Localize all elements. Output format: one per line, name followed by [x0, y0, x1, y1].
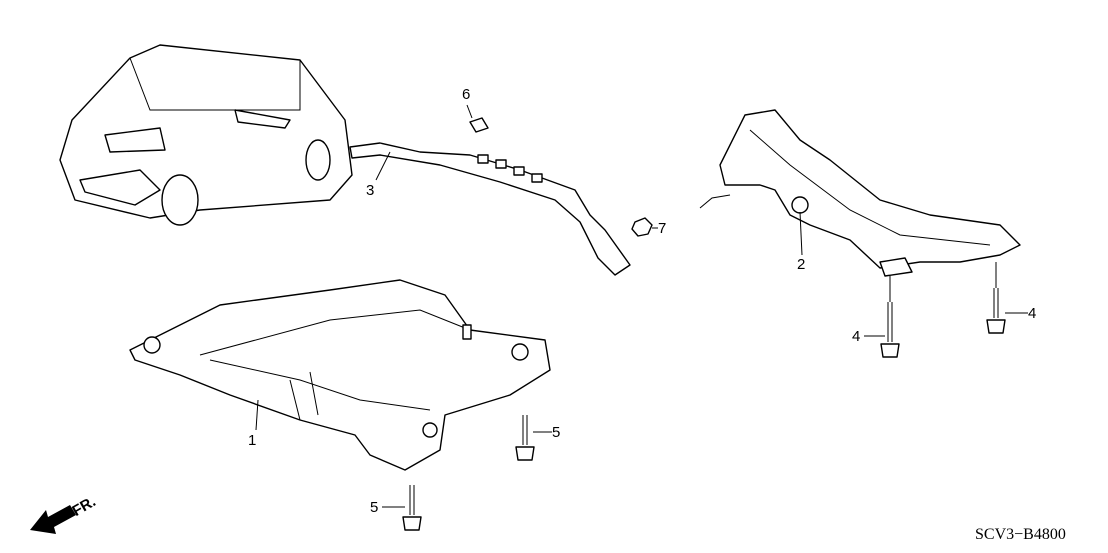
nut-drawing — [631, 217, 653, 237]
callout-5-lower: 5 — [370, 499, 379, 516]
callout-1: 1 — [248, 432, 257, 449]
callout-5-upper: 5 — [552, 424, 561, 441]
callout-4-left: 4 — [852, 328, 861, 345]
callout-4-right: 4 — [1028, 305, 1037, 322]
diagram-code: SCV3−B4800 — [975, 526, 1066, 543]
stiffener-drawing — [349, 117, 631, 276]
callout-3: 3 — [366, 182, 375, 199]
rear-subframe-drawing — [699, 109, 1021, 277]
leader-lines — [255, 104, 1028, 508]
callout-6: 6 — [462, 86, 471, 103]
front-arrow-icon — [30, 505, 76, 534]
bolts-drawing — [402, 288, 1006, 531]
callout-7: 7 — [658, 220, 667, 237]
vehicle-overview — [59, 44, 353, 226]
callout-2: 2 — [797, 256, 806, 273]
front-subframe-drawing — [129, 279, 551, 471]
